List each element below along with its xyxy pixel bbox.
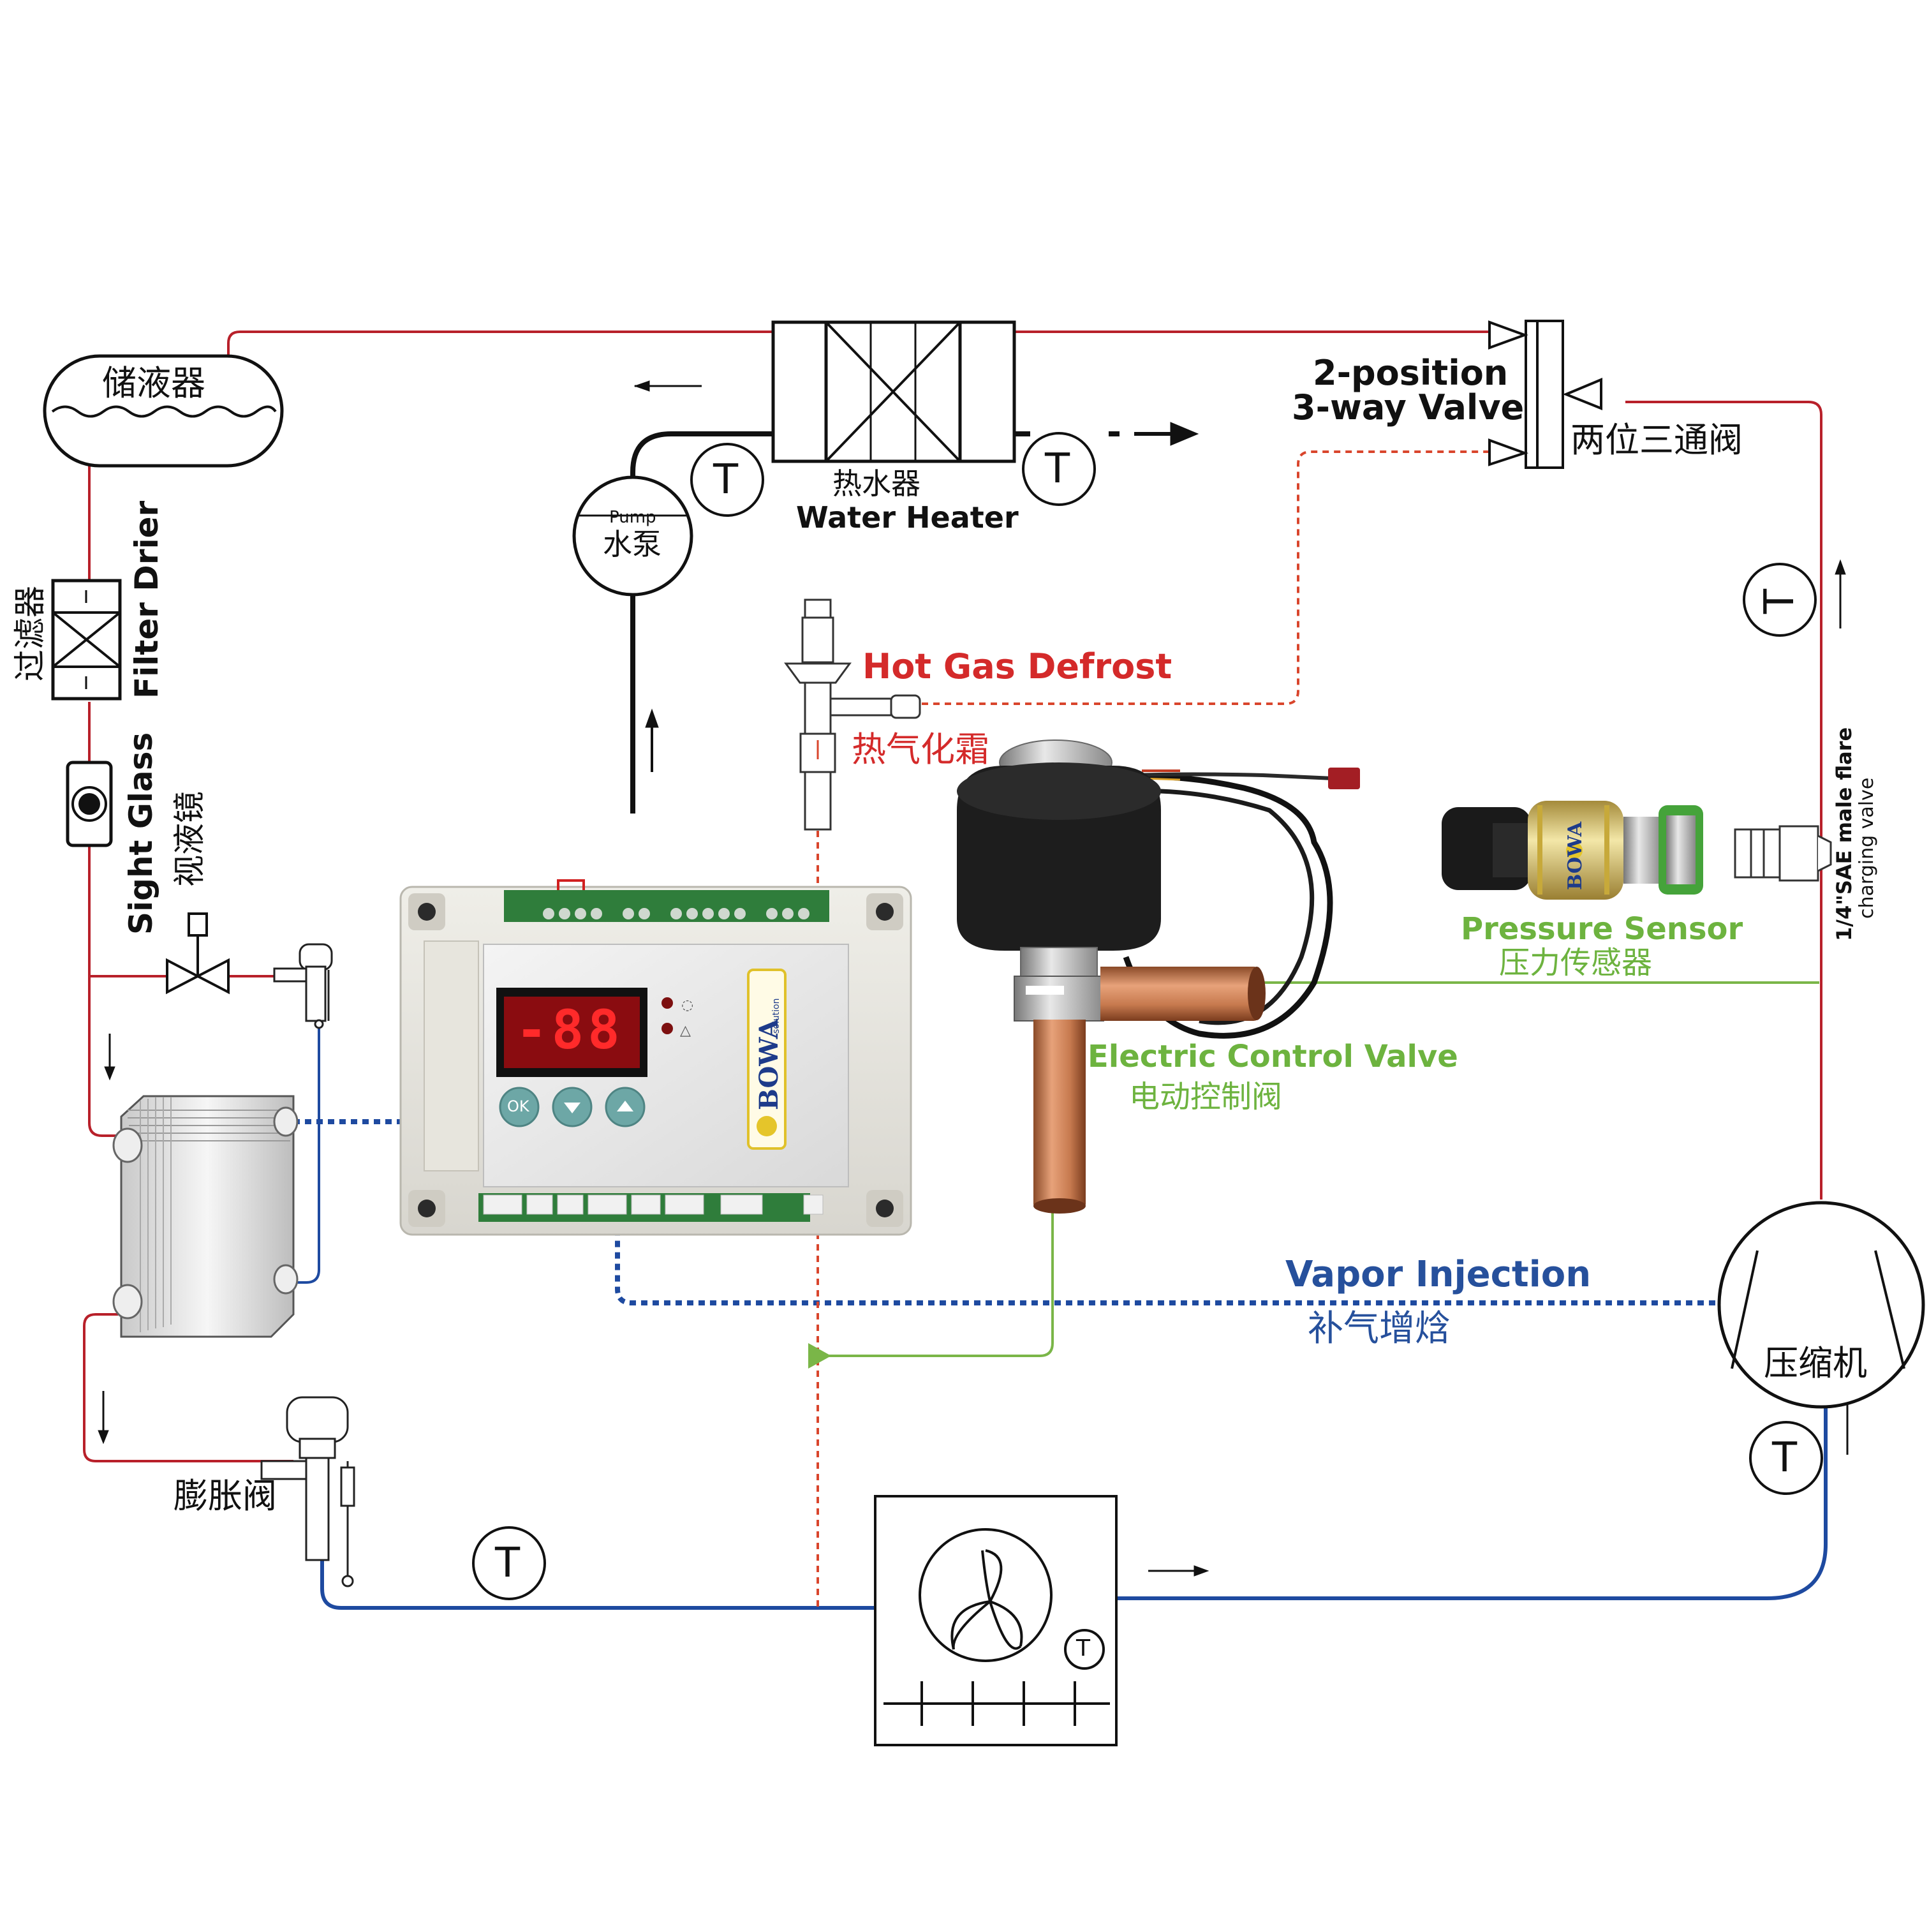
electric-control-valve-label-en: Electric Control Valve	[1088, 1039, 1458, 1074]
receiver-to-valve-line	[227, 331, 773, 357]
hot-gas-defrost-label-cn: 热气化霜	[852, 729, 989, 769]
small-expansion-valve	[273, 943, 333, 1029]
temp-sensors	[472, 432, 1823, 1670]
receiver	[43, 354, 284, 468]
compressor-discharge-line	[1625, 401, 1822, 1200]
charging-valve-label-line2: charging valve	[1856, 777, 1878, 919]
filter-drier	[51, 579, 122, 701]
compressor-label: 压缩机	[1764, 1343, 1867, 1383]
expansion-to-evaporator-line	[320, 1557, 874, 1610]
electric-control-valve	[957, 739, 1360, 1214]
evaporator-to-compressor-line	[1113, 1404, 1828, 1600]
filter-drier-label-en: Filter Drier	[128, 500, 165, 699]
three-way-valve-label-cn: 两位三通阀	[1571, 420, 1743, 460]
three-way-valve-label-line1: 2-position	[1313, 353, 1509, 393]
pressure-sensor	[1442, 801, 1703, 900]
hot-lines	[83, 331, 1822, 1462]
receiver-label: 储液器	[102, 363, 205, 403]
sight-glass-label-en: Sight Glass	[122, 732, 159, 935]
evaporator-unit	[874, 1495, 1118, 1746]
temp-sensor-suction: T	[1772, 1434, 1798, 1482]
temp-sensor-pump-outlet: T	[713, 456, 739, 503]
phe-to-expansion-line	[83, 1313, 293, 1462]
hot-gas-defrost-label-en: Hot Gas Defrost	[862, 646, 1172, 687]
plate-heat-exchanger	[112, 1095, 299, 1338]
expansion-valve-label: 膨胀阀	[174, 1476, 277, 1516]
water-heater-label-en: Water Heater	[796, 500, 1019, 535]
green-lines	[808, 970, 1819, 1369]
electric-control-valve-label-cn: 电动控制阀	[1129, 1079, 1283, 1115]
sight-glass-label-cn: 视液镜	[171, 791, 208, 887]
pump-label-cn: 水泵	[603, 527, 661, 561]
water-heater	[771, 320, 1016, 463]
vapor-injection-label-en: Vapor Injection	[1285, 1254, 1592, 1295]
temp-sensor-heater-outlet: T	[1045, 445, 1070, 493]
flow-arrows	[98, 380, 1853, 1577]
sight-glass	[66, 761, 113, 847]
temp-sensor-evaporator: T	[1076, 1635, 1090, 1661]
controller-unit: ◌ △	[399, 879, 912, 1236]
vapor-injection-label-cn: 补气增焓	[1308, 1308, 1451, 1349]
pump-label-en: Pump	[609, 508, 656, 527]
txv-to-phe-line	[293, 1021, 320, 1284]
three-way-valve-label-line2: 3-way Valve	[1292, 387, 1525, 427]
controller-display: -88	[515, 999, 624, 1061]
water-lines	[630, 431, 1120, 814]
pressure-sensor-label-cn: 压力传感器	[1499, 945, 1653, 981]
water-heater-label-cn: 热水器	[832, 466, 920, 501]
hot-gas-defrost-valve	[784, 598, 921, 831]
defrost-dash-lines	[817, 450, 1489, 1608]
three-way-valve	[1488, 320, 1602, 469]
expansion-valve	[260, 1396, 355, 1587]
pump	[572, 475, 693, 597]
sensor-brand: BOWA	[1564, 821, 1586, 890]
controller-ok-button[interactable]: OK	[507, 1097, 529, 1115]
solenoid-valve	[166, 912, 230, 995]
svg-text:◌: ◌	[681, 997, 693, 1013]
temp-sensor-discharge: T	[1756, 588, 1803, 614]
pressure-sensor-label-en: Pressure Sensor	[1461, 911, 1743, 947]
charging-valve-label-line1: 1/4"SAE male flare	[1832, 727, 1856, 941]
controller-brand-sub: solution	[771, 998, 781, 1034]
sight-down-line	[88, 845, 118, 1137]
svg-text:△: △	[680, 1023, 691, 1039]
compressor	[1717, 1201, 1925, 1409]
charging-valve	[1734, 825, 1832, 882]
temp-sensor-evap-inlet: T	[495, 1540, 521, 1587]
filter-drier-label-cn: 过滤器	[11, 586, 48, 681]
